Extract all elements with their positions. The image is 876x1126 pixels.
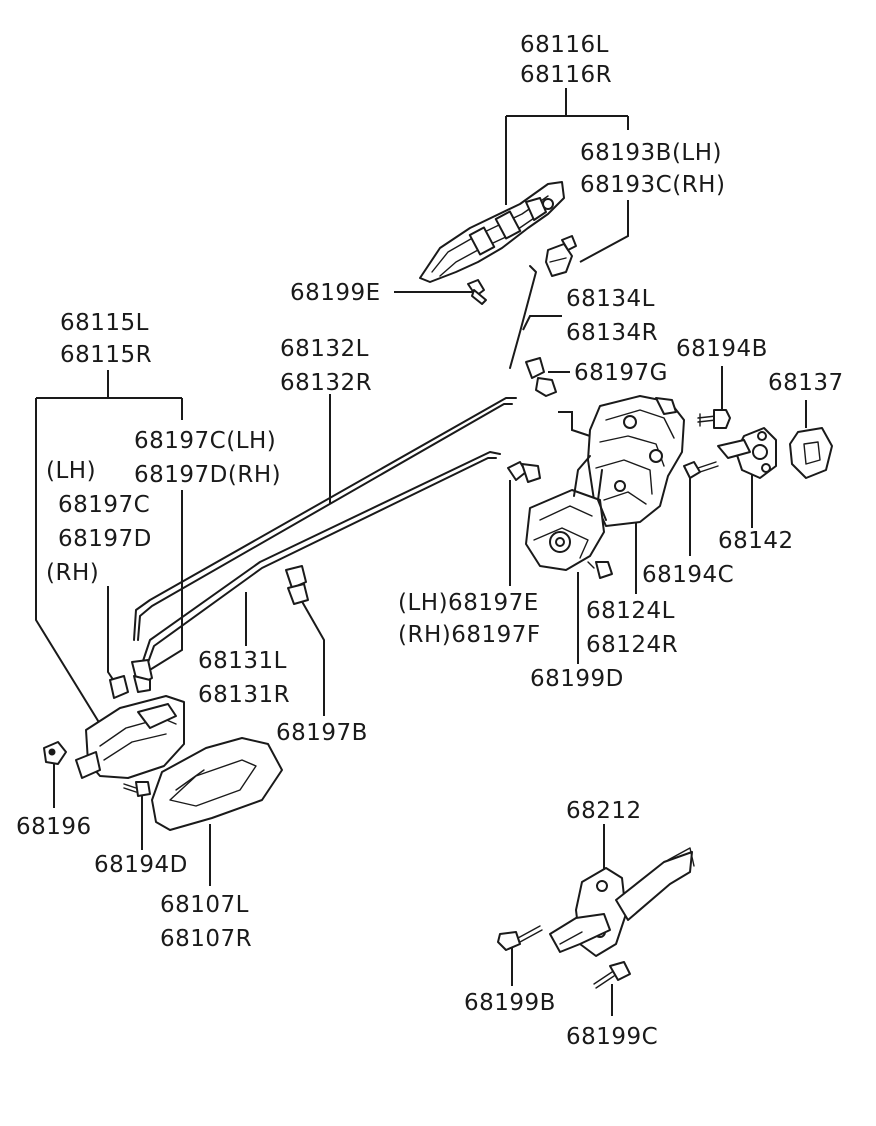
labels: 68116L 68116R 68193B(LH) 68193C(RH) 6819… <box>16 32 844 1050</box>
outside-handle-part <box>419 181 565 283</box>
label-68197E-LH: (LH)68197E <box>398 590 539 616</box>
label-68193C: 68193C(RH) <box>580 172 725 198</box>
rod-68132-part <box>133 397 517 641</box>
clip-68197B-part <box>285 565 309 605</box>
label-68197B: 68197B <box>276 720 368 746</box>
bezel-part <box>151 737 283 831</box>
screw-68194D-part <box>123 781 151 797</box>
label-68132L: 68132L <box>280 336 369 362</box>
cap-68196-part <box>43 741 67 765</box>
inside-handle-part <box>75 695 185 779</box>
clip-68197CD-part <box>109 659 153 699</box>
label-left-68197C: 68197C <box>58 492 150 518</box>
label-68124R: 68124R <box>586 632 678 658</box>
rod-68134-part <box>509 265 537 369</box>
label-68197F-RH: (RH)68197F <box>398 622 541 648</box>
label-68194D: 68194D <box>94 852 188 878</box>
screw-68199C-part <box>593 961 631 989</box>
label-68107R: 68107R <box>160 926 252 952</box>
striker-part <box>717 427 777 479</box>
rod-68131-part <box>141 451 501 665</box>
label-68194C: 68194C <box>642 562 734 588</box>
label-68115R: 68115R <box>60 342 152 368</box>
door-lock-part <box>525 395 685 571</box>
label-68199C: 68199C <box>566 1024 658 1050</box>
label-68194B: 68194B <box>676 336 768 362</box>
label-left-LH: (LH) <box>46 458 96 484</box>
label-68197C-LH: 68197C(LH) <box>134 428 276 454</box>
label-68199B: 68199B <box>464 990 556 1016</box>
label-68196: 68196 <box>16 814 92 840</box>
label-68107L: 68107L <box>160 892 249 918</box>
screw-68199B-part <box>497 925 543 951</box>
door-check-part <box>549 847 695 957</box>
label-68197D-RH: 68197D(RH) <box>134 462 281 488</box>
label-68197G: 68197G <box>574 360 668 386</box>
label-68193B: 68193B(LH) <box>580 140 722 166</box>
bolt-68194B-part <box>697 409 731 429</box>
label-68132R: 68132R <box>280 370 372 396</box>
clip-68197G-part <box>525 357 557 397</box>
bolt-68194C-part <box>683 461 719 479</box>
label-68115L: 68115L <box>60 310 149 336</box>
label-68124L: 68124L <box>586 598 675 624</box>
label-68116L: 68116L <box>520 32 609 58</box>
label-68116R: 68116R <box>520 62 612 88</box>
label-68199E: 68199E <box>290 280 381 306</box>
label-68199D: 68199D <box>530 666 624 692</box>
label-68142: 68142 <box>718 528 794 554</box>
label-68212: 68212 <box>566 798 642 824</box>
label-68137: 68137 <box>768 370 844 396</box>
screw-68199D-part <box>587 561 613 579</box>
screw-68199E-part <box>467 279 487 305</box>
label-left-RH: (RH) <box>46 560 99 586</box>
label-68134L: 68134L <box>566 286 655 312</box>
clip-68193-part <box>545 235 577 277</box>
label-68131L: 68131L <box>198 648 287 674</box>
label-left-68197D: 68197D <box>58 526 152 552</box>
clip-68197EF-part <box>507 461 541 483</box>
label-68131R: 68131R <box>198 682 290 708</box>
label-68134R: 68134R <box>566 320 658 346</box>
shim-part <box>789 427 833 479</box>
